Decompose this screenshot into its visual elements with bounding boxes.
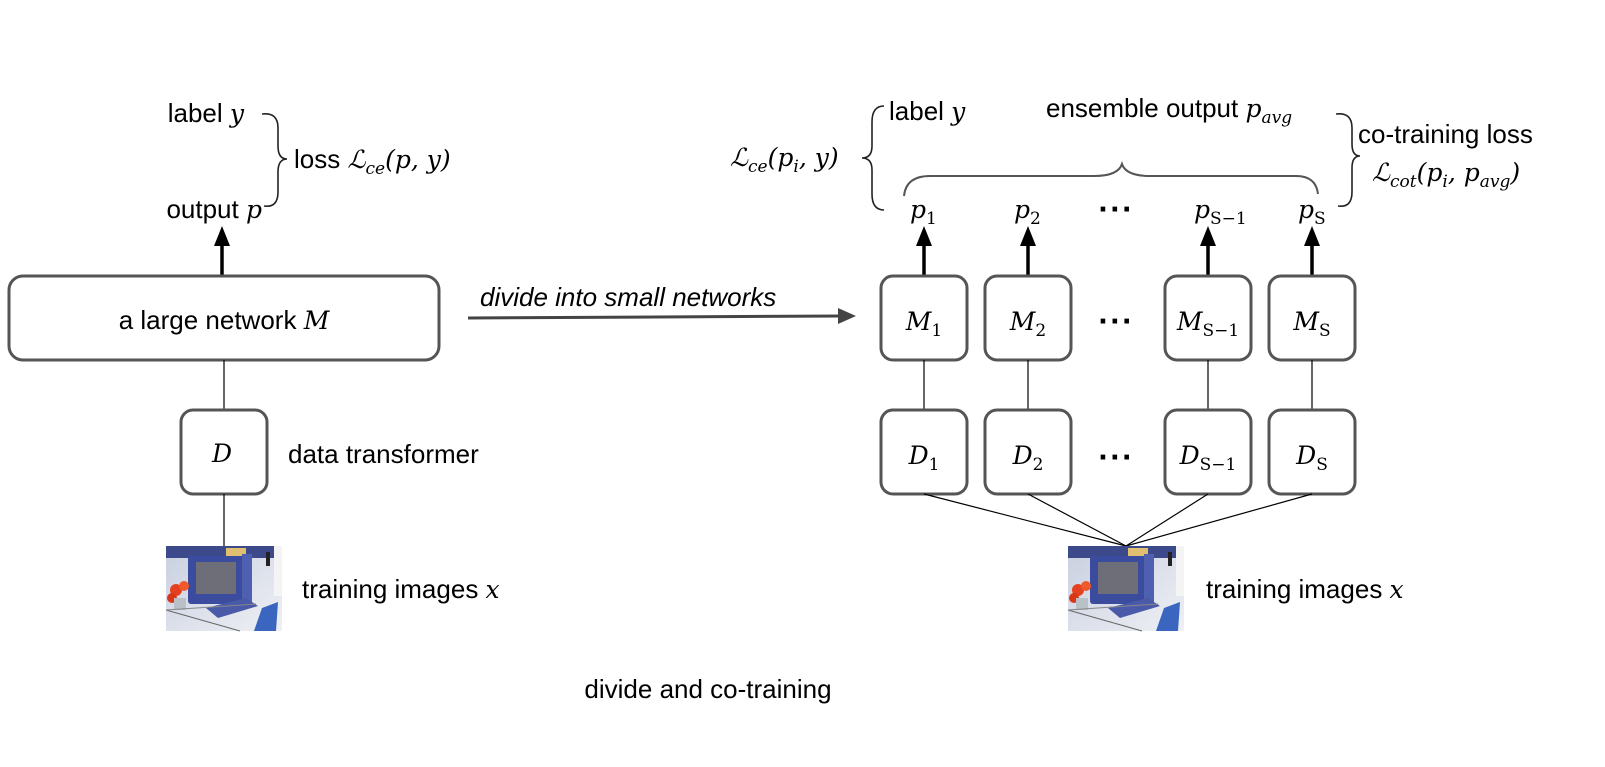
sub-transformer-label: DS	[1295, 441, 1328, 475]
networks-ellipsis: ···	[1098, 307, 1134, 337]
sub-transformer-label: D2	[1012, 441, 1044, 475]
sub-network-column: pS MS DS	[1267, 195, 1357, 496]
right-co-training-pipeline: ℒce(pi, y) label y ensemble output pavg …	[730, 93, 1533, 632]
right-ce-brace	[861, 105, 885, 211]
right-training-images-label: training images x	[1206, 574, 1404, 604]
sub-network-column: pS−1MS−1DS−1	[1163, 195, 1253, 496]
sub-network-label: M2	[1009, 307, 1046, 341]
fan-line-2	[1027, 493, 1127, 547]
sub-output-arrow-head	[1020, 226, 1036, 246]
sub-transformer-label: DS−1	[1179, 441, 1237, 475]
divide-arrow-head	[838, 308, 856, 324]
sub-network-label: M1	[905, 307, 942, 341]
large-network-label: a large network M	[119, 305, 331, 335]
sub-output-label: p1	[910, 195, 937, 229]
left-output-arrow-head	[214, 226, 230, 246]
right-training-image	[1067, 546, 1184, 632]
sub-output-arrow-head	[1304, 226, 1320, 246]
left-training-image	[165, 546, 282, 632]
divide-arrow: divide into small networks	[467, 282, 856, 324]
sub-output-label: pS	[1298, 195, 1326, 229]
cotraining-loss-label: co-training loss	[1358, 119, 1533, 149]
left-label-y: label y	[168, 98, 245, 128]
ensemble-brace	[903, 160, 1319, 197]
sub-output-arrow-head	[916, 226, 932, 246]
divide-arrow-label: divide into small networks	[480, 282, 776, 312]
figure-caption: divide and co-training	[584, 674, 831, 704]
left-training-images-label: training images x	[302, 574, 500, 604]
transformers-ellipsis: ···	[1098, 443, 1134, 473]
fan-line-4	[1125, 493, 1313, 547]
left-transformer-var: D	[211, 439, 232, 468]
sub-transformer-box	[1163, 408, 1253, 496]
sub-transformer-label: D1	[908, 441, 940, 475]
left-output-p: output p	[166, 194, 262, 224]
ensemble-output-label: ensemble output pavg	[1046, 93, 1292, 128]
left-loss-formula: loss ℒce(p, y)	[294, 144, 451, 179]
sub-output-arrow-head	[1200, 226, 1216, 246]
left-loss-brace	[261, 112, 288, 208]
right-label-y: label y	[889, 96, 966, 126]
outputs-ellipsis: ···	[1098, 195, 1134, 225]
sub-output-label: pS−1	[1194, 195, 1247, 229]
cotraining-brace	[1335, 112, 1361, 208]
right-ce-loss-formula: ℒce(pi, y)	[730, 143, 839, 177]
sub-output-label: p2	[1014, 195, 1041, 229]
fan-line-1	[923, 493, 1127, 547]
divide-arrow-shaft	[467, 314, 843, 320]
sub-network-label: MS	[1292, 307, 1330, 341]
cotraining-loss-formula: ℒcot(pi, pavg)	[1372, 158, 1520, 192]
image-fan-lines	[923, 493, 1313, 547]
left-single-network-pipeline: label y output p loss ℒce(p, y) a large …	[7, 98, 500, 632]
data-transformer-label: data transformer	[288, 439, 479, 469]
fan-line-3	[1125, 493, 1209, 547]
sub-network-label: MS−1	[1176, 307, 1239, 341]
